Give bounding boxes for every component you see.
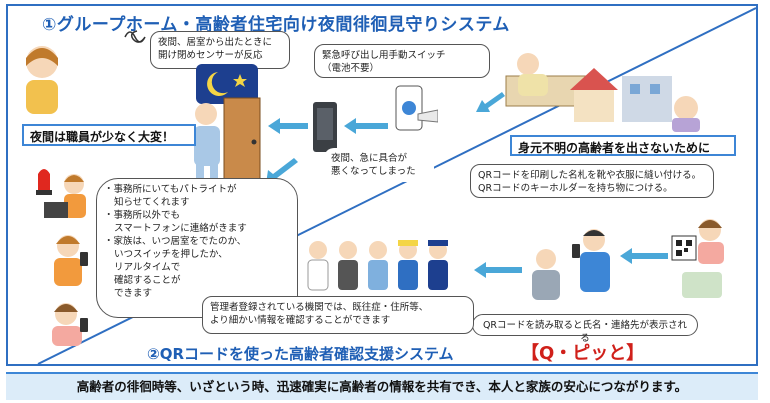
institution-staff-group-illustration: [307, 240, 448, 291]
arrow-left-4: [620, 248, 668, 264]
section2-title: ②QRコードを使った高齢者確認支援システム: [147, 345, 454, 363]
call-switch-icon: [395, 85, 438, 131]
qr-text-2: QRコードのキーホルダーを持ち物につける。: [478, 183, 673, 194]
elderly-in-bed-illustration: [505, 53, 587, 107]
notify-text-3: ・事務所以外でも: [104, 210, 181, 221]
admin-text-2: より細かい情報を確認することができます: [210, 315, 391, 326]
staff-with-phone-illustration: [54, 235, 88, 286]
worried-staff-illustration: [26, 46, 58, 114]
arrow-left-3: [476, 92, 505, 112]
sensor-text-2: 開け閉めセンサーが反応: [158, 50, 263, 61]
notify-text-6: いつスイッチを押したか、: [114, 249, 228, 260]
section1-title: ①グループホーム・高齢者住宅向け夜間徘徊見守りシステム: [42, 15, 510, 35]
notify-text-8: 確認することが: [114, 275, 181, 286]
patrol-light-icon: [36, 169, 52, 195]
family-with-phone-illustration: [52, 303, 88, 346]
sick-note: 夜間、急に具合が 悪くなってしまった: [324, 148, 434, 182]
switch-bubble: 緊急呼び出し用手動スイッチ （電池不要）: [314, 44, 490, 78]
notify-bubble: ・事務所にいてもパトライトが 知らせてくれます ・事務所以外でも スマートフォン…: [96, 178, 298, 318]
notify-text-2: 知らせてくれます: [114, 197, 190, 208]
elderly-man-illustration: [532, 249, 560, 300]
switch-text-2: （電池不要）: [322, 63, 380, 74]
notify-text-1: ・事務所にいてもパトライトが: [104, 184, 237, 195]
notify-text-7: リアルタイムで: [114, 262, 181, 273]
houses-illustration: [570, 68, 672, 122]
elderly-woman-illustration: [672, 96, 700, 132]
qr-bubble: QRコードを印刷した名札を靴や衣服に縫い付ける。 QRコードのキーホルダーを持ち…: [470, 164, 714, 198]
staff-at-laptop-illustration: [44, 174, 86, 218]
notify-text-5: ・家族は、いつ居室をでたのか、: [104, 236, 247, 247]
stress-scribble-icon: [124, 30, 146, 43]
arrow-left-2: [344, 118, 388, 134]
arrow-left-1: [268, 118, 308, 134]
switch-text-1: 緊急呼び出し用手動スイッチ: [322, 50, 446, 61]
sick-text-2: 悪くなってしまった: [331, 166, 416, 177]
receiver-device-icon: [313, 102, 337, 152]
moon-stars-icon: [196, 64, 258, 104]
brand-label: 【Q・ピッと】: [521, 343, 645, 364]
admin-text-1: 管理者登録されている機関では、既往症・住所等、: [210, 302, 429, 313]
sensor-text-1: 夜間、居室から出たときに: [158, 37, 273, 48]
woman-with-qr-tags-illustration: [671, 219, 724, 298]
admin-bubble: 管理者登録されている機関では、既往症・住所等、 より細かい情報を確認することがで…: [202, 296, 474, 334]
scan-bubble: QRコードを読み取ると氏名・連絡先が表示される: [472, 314, 698, 344]
sick-text-1: 夜間、急に具合が: [331, 153, 408, 164]
footer-message: 高齢者の徘徊時等、いざという時、迅速確実に高齢者の情報を共有でき、本人と家族の安…: [6, 372, 758, 400]
notify-text-4: スマートフォンに連絡がきます: [114, 223, 247, 234]
staff-shortage-label: 夜間は職員が少なく大変！: [22, 124, 196, 146]
arrow-down-left: [266, 158, 298, 184]
section2-headline: 身元不明の高齢者を出さないために: [510, 135, 736, 156]
man-scanning-phone-illustration: [572, 229, 610, 292]
qr-text-1: QRコードを印刷した名札を靴や衣服に縫い付ける。: [478, 170, 702, 181]
arrow-left-5: [474, 262, 522, 278]
elderly-at-door-illustration: [194, 97, 261, 183]
notify-text-9: できます: [114, 288, 153, 299]
